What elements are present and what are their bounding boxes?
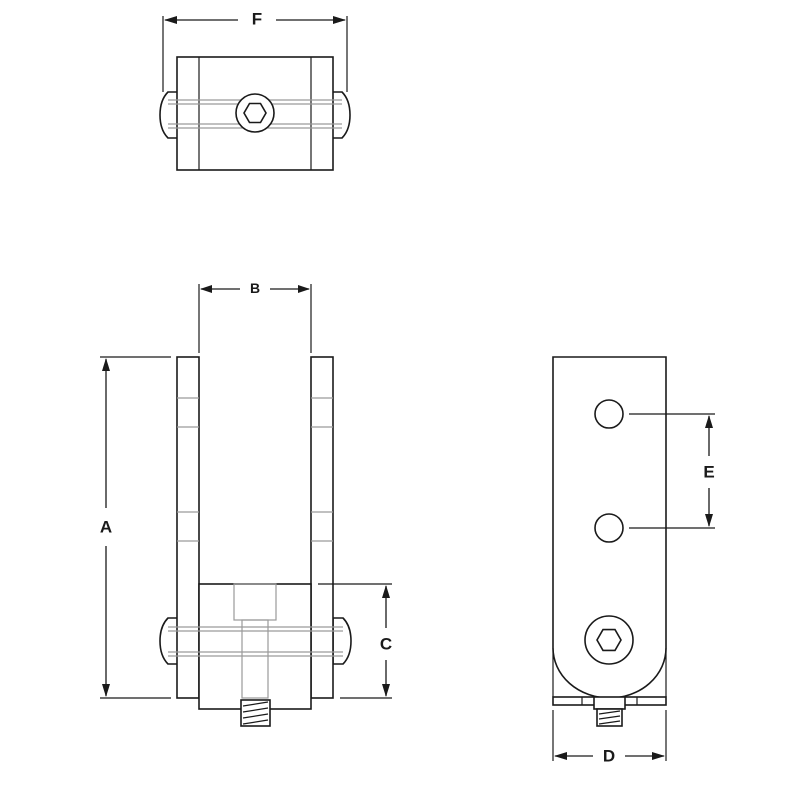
side-view-lower-hole (594, 513, 624, 543)
hex-socket-icon (596, 628, 622, 652)
front-view-clamp-block (198, 583, 312, 710)
side-thread-hatch (598, 710, 621, 725)
arrow-down-icon (102, 684, 110, 697)
hex-socket-icon (243, 102, 267, 124)
dimension-label-a: A (100, 518, 112, 537)
front-view: B A C (100, 280, 392, 727)
dimension-label-f: F (252, 10, 262, 29)
top-view-left-lobe (159, 91, 179, 139)
dimension-label-b: B (250, 280, 260, 296)
arrow-up-icon (705, 415, 713, 428)
arrow-down-icon (382, 684, 390, 697)
top-view-right-lobe (331, 91, 351, 139)
arrow-right-icon (652, 752, 665, 760)
side-view-upper-hole (594, 399, 624, 429)
dimension-label-e: E (703, 463, 714, 482)
arrow-left-icon (200, 285, 212, 293)
arrow-up-icon (382, 585, 390, 598)
arrow-up-icon (102, 358, 110, 371)
front-view-right-lobe (332, 617, 352, 665)
side-view: E D (552, 356, 715, 766)
front-view-left-plate (176, 356, 200, 699)
arrow-right-icon (333, 16, 346, 24)
arrow-down-icon (705, 514, 713, 527)
side-view-screw-collar (593, 696, 626, 710)
arrow-left-icon (164, 16, 177, 24)
dimension-label-c: C (380, 635, 392, 654)
front-view-screw-shank (241, 619, 269, 699)
front-view-left-lobe (159, 617, 179, 665)
arrow-left-icon (554, 752, 567, 760)
thread-hatch (242, 701, 269, 725)
plate-notches (177, 397, 333, 542)
dimension-label-d: D (603, 747, 615, 766)
top-view: F (159, 10, 351, 171)
arrow-right-icon (298, 285, 310, 293)
front-view-right-plate (310, 356, 334, 699)
